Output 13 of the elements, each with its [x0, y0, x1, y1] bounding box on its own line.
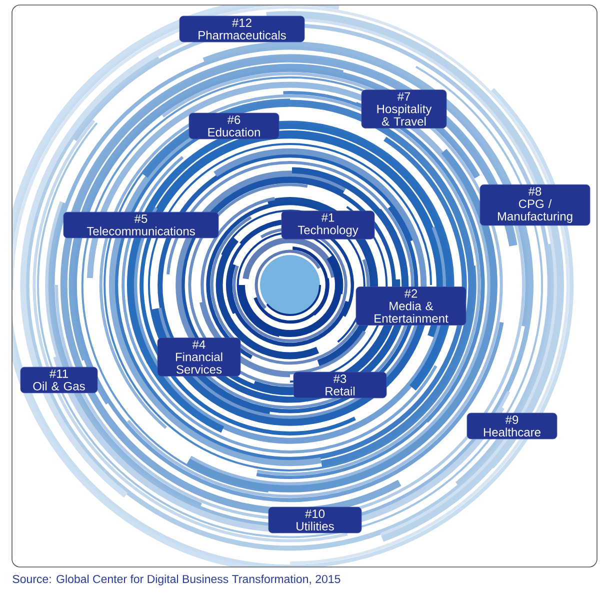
- ranking-box: #2 Media & Entertainment: [356, 286, 466, 326]
- ranking-box: #9 Healthcare: [466, 412, 558, 440]
- ranking-box: #12 Pharmaceuticals: [179, 16, 305, 42]
- ranking-box: #10 Utilities: [268, 506, 362, 534]
- source-note: Source: Global Center for Digital Business Transformation, 2015: [12, 574, 340, 586]
- ranking-box: #11 Oil & Gas: [20, 366, 98, 394]
- ranking-box: #6 Education: [188, 112, 280, 140]
- ranking-box: #1 Technology: [281, 210, 375, 240]
- ranking-box: #7 Hospitality & Travel: [361, 90, 447, 128]
- ranking-box: #5 Telecommunications: [63, 212, 219, 238]
- ranking-box: #8 CPG / Manufacturing: [480, 184, 590, 226]
- ranking-box: #4 Financial Services: [157, 338, 241, 376]
- ranking-box: #3 Retail: [293, 372, 387, 398]
